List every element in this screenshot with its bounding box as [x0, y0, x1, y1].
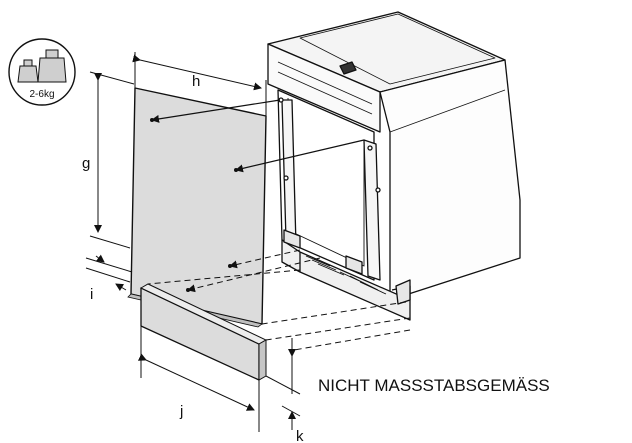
weight-badge: 2-6kg	[8, 38, 76, 106]
dimension-label-g: g	[82, 155, 90, 172]
dimension-label-j: j	[179, 403, 183, 420]
weight-text: 2-6kg	[29, 89, 54, 100]
dashed-guides	[147, 249, 411, 351]
dimension-lines	[85, 52, 301, 432]
mounting-arrows	[151, 99, 365, 173]
dimension-label-i: i	[90, 286, 93, 303]
dishwasher-body	[267, 11, 521, 321]
scale-note: NICHT MASSSTABSGEMÄSS	[318, 376, 550, 395]
dimension-label-h: h	[192, 73, 200, 90]
dimension-label-k: k	[296, 428, 304, 443]
weight-icon	[17, 49, 67, 83]
